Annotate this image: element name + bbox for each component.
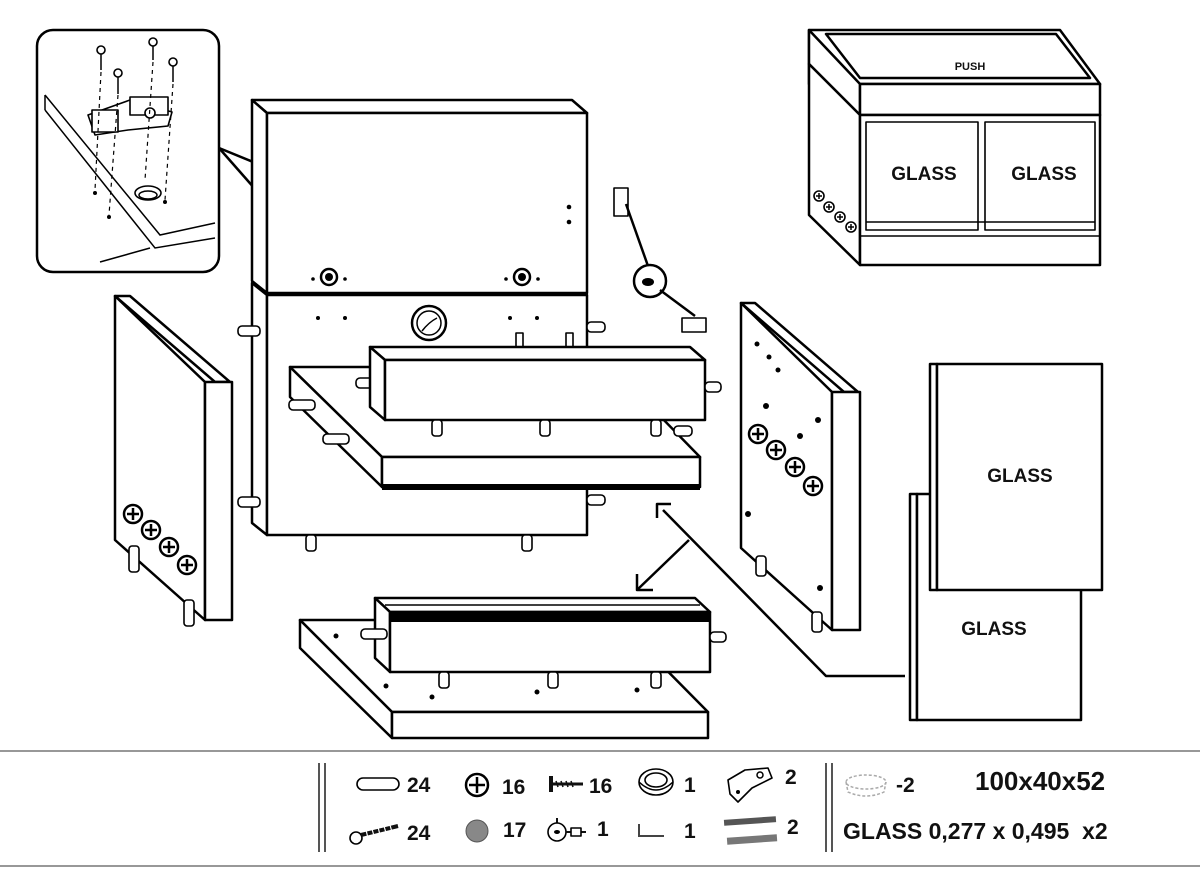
assembled-cabinet: PUSH GLASS GLASS bbox=[807, 28, 1102, 267]
cam-lock-icon bbox=[813, 190, 857, 233]
lid-stay-icon bbox=[547, 818, 586, 842]
rail-icon bbox=[723, 816, 778, 845]
foot-pad-icon bbox=[845, 774, 887, 797]
assembly-arrow bbox=[635, 502, 905, 678]
rail-count: 2 bbox=[787, 816, 799, 839]
wood-screw-count: 24 bbox=[407, 822, 431, 845]
cabinet-lid bbox=[250, 98, 589, 295]
right-side-panel bbox=[739, 301, 862, 633]
allen-key-count: 1 bbox=[684, 820, 696, 843]
glass-door-left-label: GLASS bbox=[891, 164, 956, 185]
nail-icon bbox=[549, 776, 583, 792]
glass-panel-top-label: GLASS bbox=[987, 466, 1052, 487]
glass-spec: GLASS 0,277 x 0,495 x2 bbox=[843, 818, 1108, 844]
cabinet-dimensions: 100x40x52 bbox=[975, 766, 1105, 796]
allen-key-icon bbox=[638, 824, 664, 837]
hinge-hole-icon bbox=[311, 267, 540, 287]
foot-pad-count: -2 bbox=[896, 774, 915, 797]
bottom-rail bbox=[360, 596, 727, 689]
dowel-icon bbox=[356, 777, 400, 791]
dowel-count: 24 bbox=[407, 774, 431, 797]
cam-lock-count: 16 bbox=[502, 776, 525, 799]
top-rail bbox=[368, 345, 722, 437]
grommet-count: 1 bbox=[684, 774, 696, 797]
lid-stay bbox=[613, 187, 707, 333]
lid-stay-count: 1 bbox=[597, 818, 609, 841]
push-label: PUSH bbox=[955, 61, 986, 73]
cam-lock-icon bbox=[122, 503, 198, 576]
cable-grommet-icon bbox=[410, 304, 448, 342]
hinge-count: 2 bbox=[785, 766, 797, 789]
cable-grommet-icon bbox=[638, 768, 674, 796]
nail-count: 16 bbox=[589, 775, 612, 798]
left-side-panel bbox=[113, 294, 234, 627]
cam-lock-icon bbox=[464, 772, 490, 798]
screw-icon bbox=[96, 37, 178, 94]
wood-screw-icon bbox=[349, 824, 399, 845]
glass-door-right-label: GLASS bbox=[1011, 164, 1076, 185]
cover-cap-count: 17 bbox=[503, 819, 526, 842]
cam-lock-icon bbox=[747, 423, 824, 497]
cover-cap-icon bbox=[465, 819, 489, 843]
hinge-detail-inset bbox=[35, 28, 523, 274]
hinge-icon bbox=[727, 767, 773, 803]
glass-panel-top: GLASS bbox=[928, 362, 1104, 592]
parts-legend: 24 16 16 1 2 24 bbox=[0, 750, 1200, 867]
glass-panel-bottom-label: GLASS bbox=[961, 619, 1026, 640]
